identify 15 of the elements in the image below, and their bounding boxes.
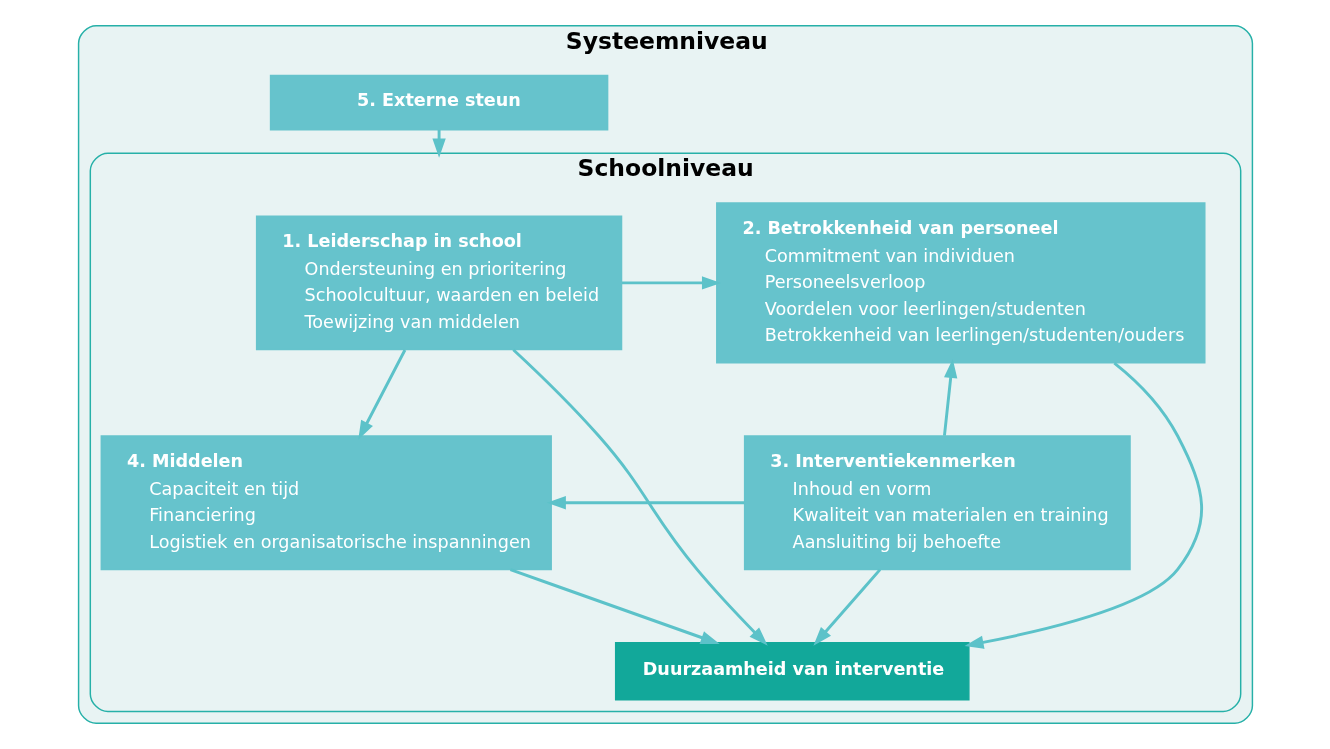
arrow [942,358,957,436]
node-box: 5. Externe steun [269,74,608,131]
node-box: 3. Interventiekenmerken Inhoud en vorm Kwaliteit van materialen en training Aansluiting bij behoefte [743,435,1131,571]
arrow [621,276,721,290]
arrow [812,568,881,646]
arrow [546,496,744,510]
node-box: 1. Leiderschap in school Ondersteuning en prioritering Schoolcultuur, waarden en beleid Toewijzing van middelen [255,215,622,351]
arrow [509,568,720,645]
node-box: 4. Middelen Capaciteit en tijd Financiering Logistiek en organisatorische inspanningen [100,435,552,571]
node-box: Duurzaamheid van interventie [614,641,970,701]
arrow [357,349,406,440]
node-box: 2. Betrokkenheid van personeel Commitment van individuen Personeelsverloop Voordelen voor leerlingen/studenten Betrokkenheid van leerlingen/studenten/ouders [715,202,1206,364]
arrow [511,348,768,646]
arrow [964,361,1203,649]
arrow [431,129,446,158]
